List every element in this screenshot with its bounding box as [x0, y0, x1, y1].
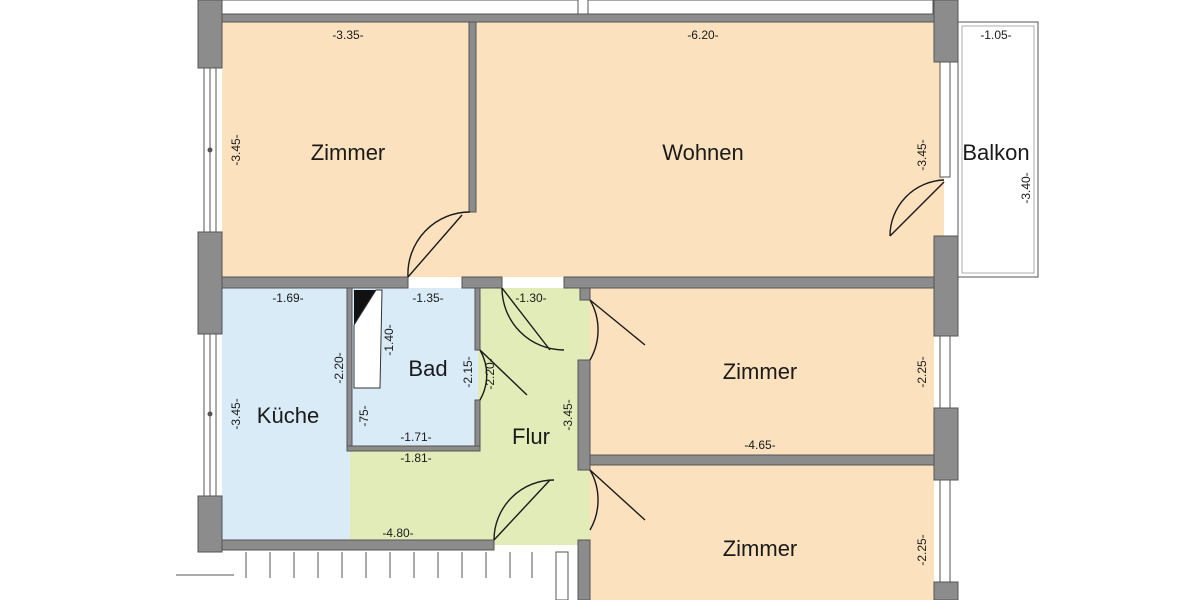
door-balkon-arc	[889, 179, 945, 237]
wall-left-top	[197, 0, 223, 69]
wall-bad-right	[474, 287, 481, 351]
wall-bottom-stub	[577, 539, 591, 600]
door-entry-arc	[493, 479, 555, 541]
label-zimmer-bottom: Zimmer	[723, 536, 798, 561]
window-dot-1	[207, 147, 213, 153]
dim-kueche-width: -1.69-	[272, 291, 303, 305]
dim-zimmer-top-height: -3.45-	[229, 134, 243, 165]
wall-left-bottom	[197, 495, 223, 553]
wall-right-top	[933, 0, 959, 63]
dim-wohnen-width: -6.20-	[687, 28, 718, 42]
wohnen-fill	[472, 22, 944, 277]
wall-mid-center	[461, 276, 503, 289]
dim-bad-inner-height: -1.40-	[382, 324, 396, 355]
wall-bad-right-low	[474, 399, 481, 451]
dim-balkon-height: -3.40-	[1019, 172, 1033, 203]
room-labels: Zimmer Wohnen Balkon Küche Bad Flur Zimm…	[257, 140, 1030, 561]
wall-bottom-left	[221, 539, 495, 551]
dim-balkon-width: -1.05-	[980, 28, 1011, 42]
door-zimmer-top-arc	[407, 211, 471, 278]
door-zimmer-top-leaf	[407, 214, 463, 278]
zimmer-mid-fill	[590, 288, 934, 455]
balkon-outline-inner	[961, 25, 1035, 274]
wall-mid-left	[221, 276, 409, 289]
wall-bad-left	[346, 287, 353, 451]
top-strip-left	[221, 0, 579, 15]
dim-kueche-wall: -2.20-	[332, 352, 346, 383]
dim-bad-height: -2.15-	[461, 356, 475, 387]
wall-right-bottom	[933, 581, 959, 600]
door-bad-arc	[479, 349, 488, 401]
dim-zimmer-bottom-height: -2.25-	[915, 534, 929, 565]
door-flur-top-leaf	[501, 287, 551, 351]
balkon	[957, 21, 1039, 278]
door-flur-top-arc	[501, 287, 565, 351]
label-wohnen: Wohnen	[662, 140, 744, 165]
dim-zimmer-top-width: -3.35-	[332, 28, 363, 42]
window-dot-2	[207, 411, 213, 417]
wall-bad-bottom	[346, 445, 481, 452]
windows	[203, 61, 951, 583]
label-bad: Bad	[408, 356, 447, 381]
dim-kueche-height: -3.45-	[229, 398, 243, 429]
stair-rail	[555, 551, 569, 600]
label-zimmer-mid: Zimmer	[723, 359, 798, 384]
wall-flur-right	[577, 359, 591, 471]
walls	[197, 0, 959, 600]
balkon-outline	[957, 21, 1039, 278]
zimmer-top-fill	[222, 22, 472, 277]
dim-kueche-bottom: -4.80-	[382, 526, 413, 540]
door-zimmer-mid-leaf	[589, 299, 646, 346]
dim-bad-small: -75-	[357, 405, 371, 426]
door-zimmer-bottom-leaf	[589, 469, 646, 521]
flur-fill	[350, 288, 590, 545]
label-kueche: Küche	[257, 403, 319, 428]
wall-right-mid	[933, 235, 959, 337]
window-right-mid	[939, 335, 951, 409]
dim-bad-width: -1.35-	[412, 291, 443, 305]
bad-shaft	[353, 289, 383, 389]
dim-flur-height: -3.45-	[561, 399, 575, 430]
wall-right-lower	[933, 407, 959, 481]
wall-zimmer-wohnen	[468, 21, 477, 213]
wall-mid-right	[563, 276, 935, 289]
zimmer-bottom-fill	[590, 465, 934, 600]
dim-zimmer-mid-width: -4.65-	[744, 438, 775, 452]
doors	[407, 179, 945, 541]
door-bad-leaf	[479, 349, 528, 396]
stair-steps	[176, 551, 569, 600]
kueche-fill	[222, 288, 350, 540]
door-entry-leaf	[493, 479, 551, 541]
window-right-bottom	[939, 479, 951, 583]
label-balkon: Balkon	[962, 140, 1029, 165]
door-zimmer-bottom-arc	[589, 469, 599, 531]
dim-zimmer-mid-height: -2.25-	[915, 356, 929, 387]
dimension-labels: -3.35- -6.20- -1.05- -3.45- -3.45- -3.40…	[229, 28, 1033, 566]
wall-left-mid	[197, 231, 223, 335]
dim-wohnen-height: -3.45-	[915, 139, 929, 170]
label-zimmer-top: Zimmer	[311, 140, 386, 165]
wall-zimmer-divider	[589, 454, 935, 466]
dim-bad-bottom-inner: -1.71-	[400, 430, 431, 444]
dim-bad-bottom-outer: -1.81-	[400, 451, 431, 465]
top-strip-right	[587, 0, 934, 15]
dim-bad-door-height: -2.20-	[483, 358, 497, 389]
dim-flur-width: -1.30-	[515, 291, 546, 305]
wall-top	[221, 13, 935, 23]
window-right-balkon	[939, 61, 951, 178]
label-flur: Flur	[512, 424, 550, 449]
door-balkon-leaf	[889, 181, 945, 237]
door-zimmer-mid-arc	[589, 299, 599, 361]
room-fills	[221, 0, 944, 600]
wall-flur-right-top	[579, 287, 591, 301]
shaft-white	[353, 289, 383, 389]
